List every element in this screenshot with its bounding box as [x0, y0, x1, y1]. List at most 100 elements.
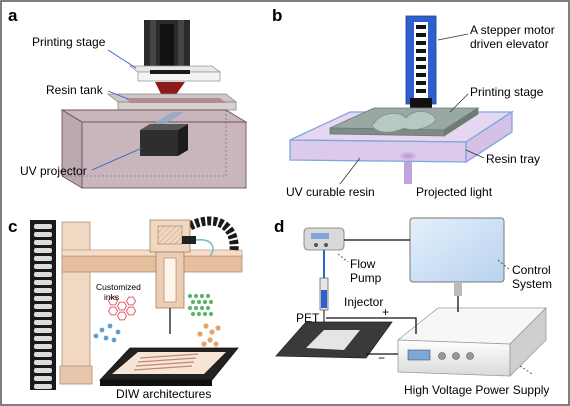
green-dot: [209, 312, 213, 316]
power-supply-icon: [398, 308, 546, 376]
label-resin-tank: Resin tank: [46, 83, 104, 97]
chain-link: [34, 256, 52, 261]
chain-link: [34, 344, 52, 349]
orange-dot: [203, 323, 208, 328]
pointer-elevator: [438, 34, 468, 40]
green-dot: [209, 300, 213, 304]
pointer-uv-resin: [340, 158, 360, 184]
blue-dot: [104, 336, 109, 341]
chain-link: [34, 280, 52, 285]
label-flow-line1: Flow: [350, 257, 376, 271]
green-dot: [197, 300, 201, 304]
orange-dot: [215, 325, 220, 330]
orange-dot: [207, 337, 212, 342]
label-hv-supply: High Voltage Power Supply: [404, 383, 549, 397]
green-dot: [194, 306, 198, 310]
chain-link: [34, 384, 52, 389]
left-post: [62, 222, 90, 380]
green-dot: [200, 306, 204, 310]
panel-b-letter: b: [272, 6, 282, 25]
orange-dot: [201, 341, 206, 346]
label-flow-line2: Pump: [350, 271, 382, 285]
elevator-rungs: [416, 25, 426, 93]
ink-molecules-green: [188, 294, 213, 316]
elevator-rung: [416, 25, 426, 29]
elevator-rung: [416, 33, 426, 37]
elevator-rung: [416, 57, 426, 61]
label-pet: PET: [296, 311, 320, 325]
pointer-printing-stage-a: [108, 50, 136, 68]
label-uv-projector: UV projector: [20, 164, 87, 178]
green-dot: [188, 294, 192, 298]
panel-d: d: [274, 217, 552, 397]
green-dot: [188, 306, 192, 310]
green-dot: [203, 312, 207, 316]
green-dot: [203, 300, 207, 304]
hexagon-mark: [127, 307, 136, 315]
orange-dot: [197, 331, 202, 336]
monitor-icon: [410, 218, 504, 296]
chain-link: [34, 312, 52, 317]
label-control-line2: System: [512, 277, 552, 291]
projected-light-glow: [398, 151, 418, 161]
chain-link: [34, 232, 52, 237]
projected-light-beam: [404, 162, 412, 184]
label-control-line1: Control: [512, 263, 551, 277]
label-minus: −: [378, 351, 385, 365]
chain-link: [34, 272, 52, 277]
post-foot: [60, 366, 92, 384]
hexagon-mark: [118, 302, 127, 310]
cable-chain: [30, 220, 56, 390]
panel-c-letter: c: [8, 217, 17, 236]
flow-pump-icon: [304, 228, 344, 250]
gantry-rail: [62, 256, 242, 272]
chain-link: [34, 248, 52, 253]
chain-link: [34, 296, 52, 301]
hexagon-mark: [118, 312, 127, 320]
elevator-rung: [416, 73, 426, 77]
chain-link: [34, 224, 52, 229]
chain-link: [34, 352, 52, 357]
panel-a-letter: a: [8, 6, 18, 25]
label-elevator-line2: driven elevator: [470, 37, 549, 51]
printing-stage: [130, 66, 220, 81]
elevator-rung: [416, 49, 426, 53]
green-dot: [206, 306, 210, 310]
label-elevator-line1: A stepper motor: [470, 23, 555, 37]
green-dot: [200, 294, 204, 298]
blue-dot: [116, 330, 121, 335]
chain-link: [34, 320, 52, 325]
resin-tank: [108, 94, 236, 110]
pointer-pump: [338, 254, 348, 262]
blue-dot: [100, 328, 105, 333]
green-dot: [197, 312, 201, 316]
label-inks-line1: Customized: [96, 282, 141, 292]
panel-c: c: [8, 217, 242, 401]
elevator-rung: [416, 81, 426, 85]
panel-d-letter: d: [274, 217, 284, 236]
chain-link: [34, 264, 52, 269]
chain-link: [34, 288, 52, 293]
ink-particles-orange: [197, 323, 220, 346]
orange-dot: [213, 341, 218, 346]
label-projected-light: Projected light: [416, 185, 493, 199]
hexagon-mark: [127, 297, 136, 305]
panel-b: b A stepper motor driven elevator Print: [272, 6, 555, 199]
chain-link: [34, 336, 52, 341]
label-injector: Injector: [344, 295, 383, 309]
blue-dot: [94, 334, 99, 339]
blue-dot: [112, 338, 117, 343]
green-dot: [191, 312, 195, 316]
elevator-rung: [416, 89, 426, 93]
pointer-hv-supply: [520, 366, 532, 374]
ink-molecules-blue: [94, 324, 121, 343]
green-dot: [194, 294, 198, 298]
elevator-rung: [416, 41, 426, 45]
build-plate: [100, 348, 238, 386]
green-dot: [206, 294, 210, 298]
injector-icon: [320, 278, 328, 324]
label-printing-stage-b: Printing stage: [470, 85, 544, 99]
green-dot: [191, 300, 195, 304]
pet-substrate: [276, 322, 392, 358]
